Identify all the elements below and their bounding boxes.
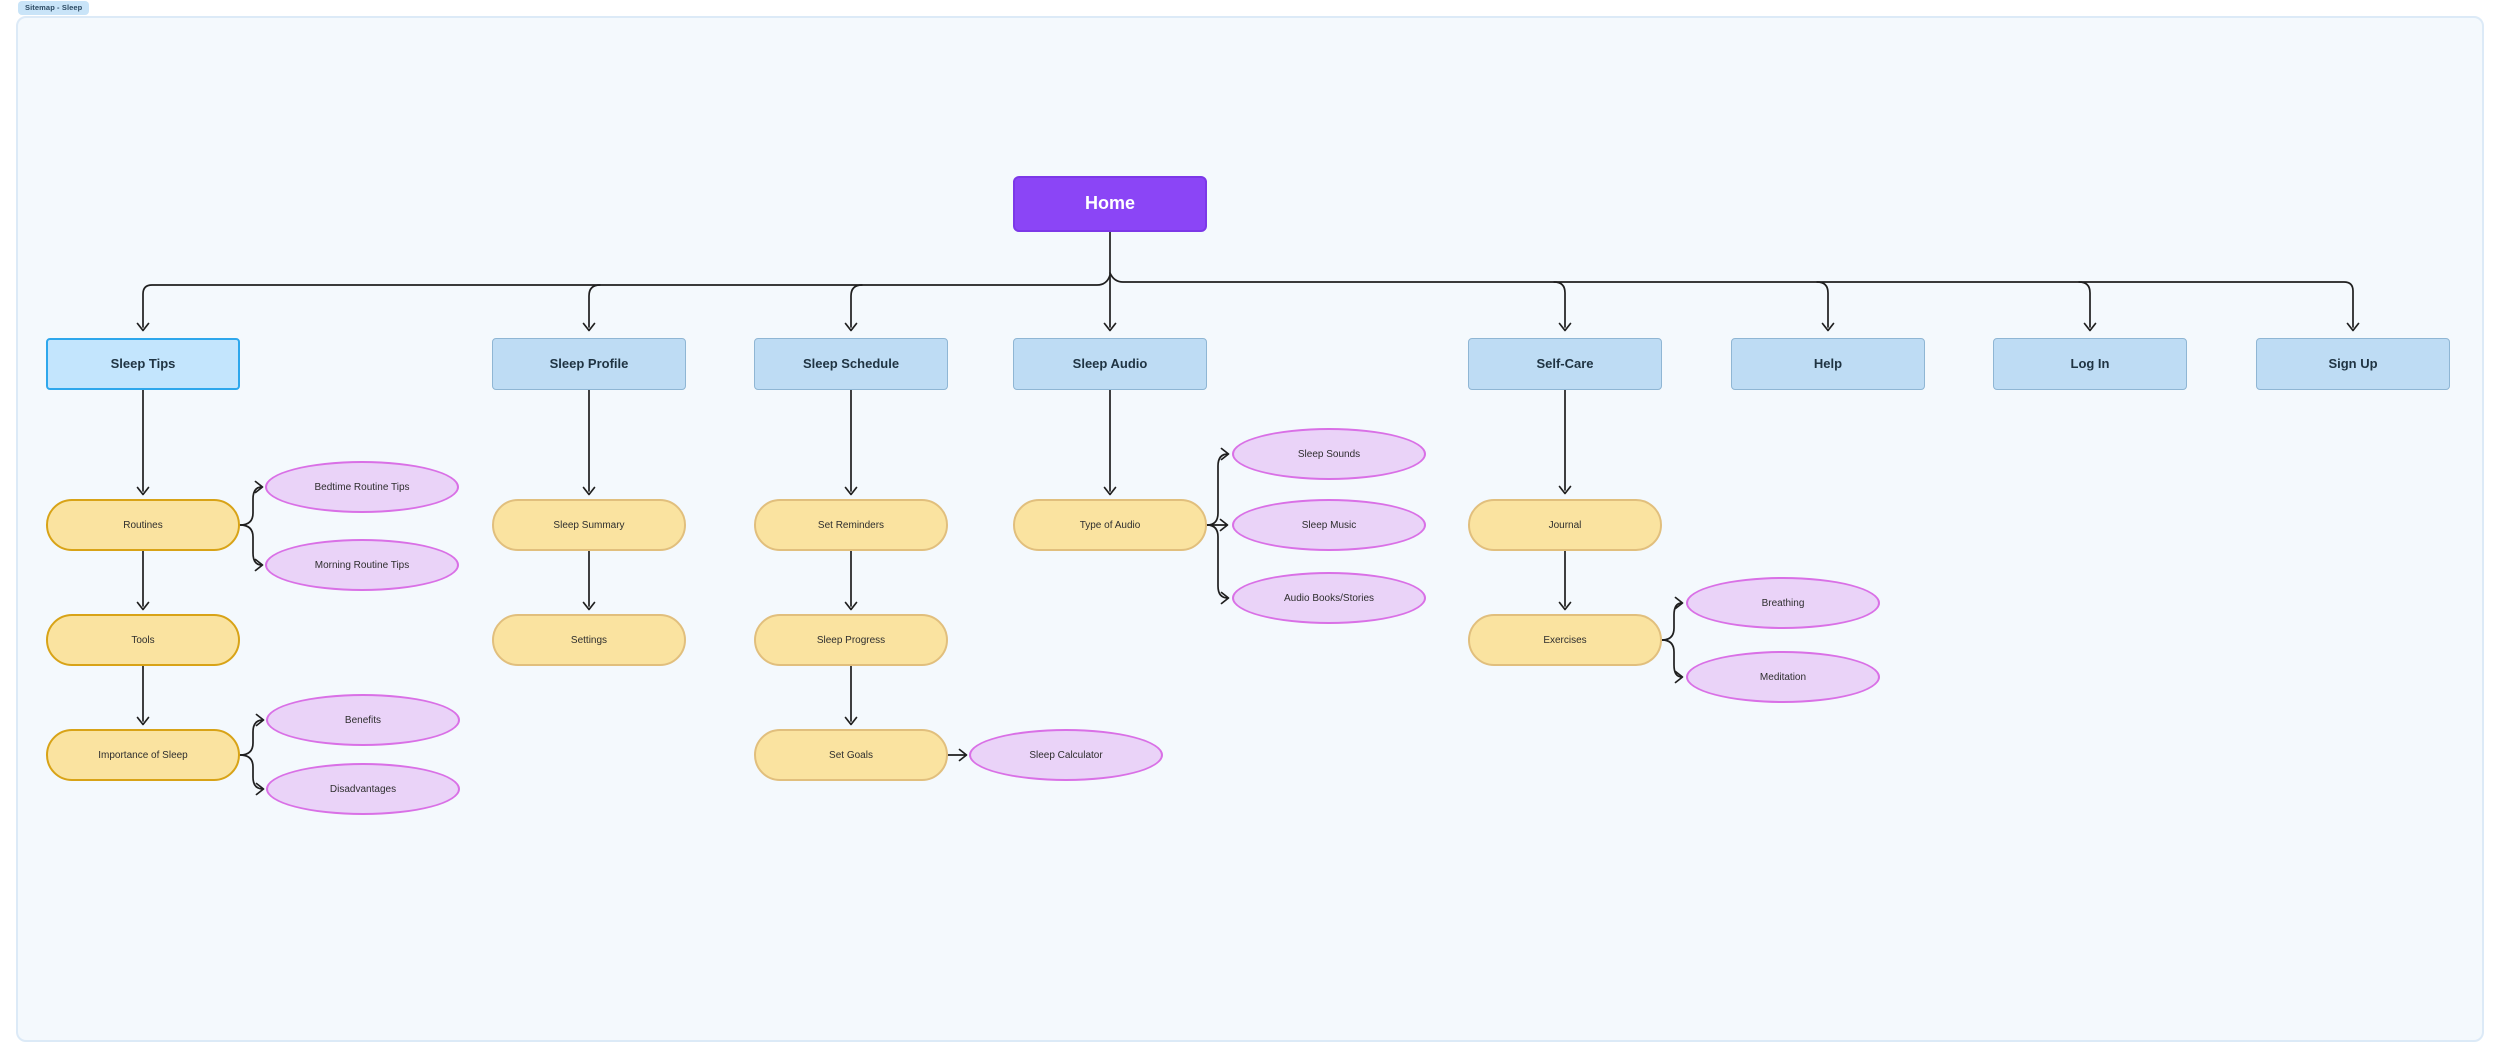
node-morning-routine-tips[interactable]: Morning Routine Tips bbox=[265, 539, 459, 591]
edge-home-sleep-tips bbox=[136, 274, 1111, 332]
node-sign-up[interactable]: Sign Up bbox=[2256, 338, 2450, 390]
node-sign-up-label: Sign Up bbox=[2328, 355, 2378, 371]
edge-progress-set-goals bbox=[844, 665, 858, 726]
node-help-label: Help bbox=[1813, 355, 1843, 371]
edge-importance-benefits bbox=[239, 713, 265, 756]
node-sleep-schedule[interactable]: Sleep Schedule bbox=[754, 338, 948, 390]
node-meditation[interactable]: Meditation bbox=[1686, 651, 1880, 703]
node-importance-of-sleep[interactable]: Importance of Sleep bbox=[46, 729, 240, 781]
edge-home-sleep-profile bbox=[582, 284, 601, 332]
node-benefits-label: Benefits bbox=[344, 714, 382, 726]
node-sleep-audio-label: Sleep Audio bbox=[1072, 355, 1148, 371]
node-bedtime-routine-tips-label: Bedtime Routine Tips bbox=[314, 481, 410, 493]
node-sleep-calculator[interactable]: Sleep Calculator bbox=[969, 729, 1163, 781]
node-log-in[interactable]: Log In bbox=[1993, 338, 2187, 390]
node-audio-books-stories[interactable]: Audio Books/Stories bbox=[1232, 572, 1426, 624]
node-sleep-audio[interactable]: Sleep Audio bbox=[1013, 338, 1207, 390]
board-title-tab[interactable]: Sitemap - Sleep bbox=[18, 1, 90, 15]
edge-home-help bbox=[1816, 281, 1835, 332]
node-settings[interactable]: Settings bbox=[492, 614, 686, 666]
edge-routines-morning bbox=[239, 524, 264, 572]
node-breathing-label: Breathing bbox=[1761, 597, 1805, 609]
node-type-of-audio[interactable]: Type of Audio bbox=[1013, 499, 1207, 551]
edge-routines-bedtime bbox=[239, 480, 264, 526]
node-disadvantages-label: Disadvantages bbox=[329, 783, 397, 795]
node-importance-of-sleep-label: Importance of Sleep bbox=[98, 749, 188, 761]
node-help[interactable]: Help bbox=[1731, 338, 1925, 390]
node-sleep-progress-label: Sleep Progress bbox=[816, 634, 886, 646]
node-type-of-audio-label: Type of Audio bbox=[1079, 519, 1141, 531]
edge-home-sleep-audio bbox=[1103, 231, 1117, 332]
node-settings-label: Settings bbox=[570, 634, 608, 646]
node-audio-books-stories-label: Audio Books/Stories bbox=[1283, 592, 1375, 604]
edge-summary-settings bbox=[582, 550, 596, 611]
node-tools[interactable]: Tools bbox=[46, 614, 240, 666]
node-self-care-label: Self-Care bbox=[1536, 355, 1594, 371]
edge-sleep-tips-routines bbox=[136, 389, 150, 496]
node-exercises[interactable]: Exercises bbox=[1468, 614, 1662, 666]
node-sleep-profile[interactable]: Sleep Profile bbox=[492, 338, 686, 390]
node-home-label: Home bbox=[1084, 193, 1135, 214]
edge-home-log-in bbox=[2078, 281, 2097, 332]
node-sleep-summary[interactable]: Sleep Summary bbox=[492, 499, 686, 551]
node-meditation-label: Meditation bbox=[1759, 671, 1807, 683]
node-routines-label: Routines bbox=[123, 519, 163, 531]
node-sleep-sounds-label: Sleep Sounds bbox=[1297, 448, 1361, 460]
edge-sleep-audio-type bbox=[1103, 389, 1117, 496]
edge-exercises-breathing bbox=[1661, 596, 1684, 641]
node-journal[interactable]: Journal bbox=[1468, 499, 1662, 551]
edge-type-audio-books bbox=[1206, 524, 1230, 605]
node-set-reminders[interactable]: Set Reminders bbox=[754, 499, 948, 551]
node-sleep-tips-label: Sleep Tips bbox=[110, 355, 176, 371]
node-set-reminders-label: Set Reminders bbox=[817, 519, 885, 531]
node-sleep-profile-label: Sleep Profile bbox=[549, 355, 629, 371]
node-sleep-progress[interactable]: Sleep Progress bbox=[754, 614, 948, 666]
edge-sleep-schedule-reminders bbox=[844, 389, 858, 496]
node-sleep-schedule-label: Sleep Schedule bbox=[802, 355, 900, 371]
node-sleep-calculator-label: Sleep Calculator bbox=[1029, 749, 1103, 761]
edge-reminders-progress bbox=[844, 550, 858, 611]
edge-set-goals-calculator bbox=[947, 748, 968, 762]
node-sleep-summary-label: Sleep Summary bbox=[553, 519, 625, 531]
node-log-in-label: Log In bbox=[2070, 355, 2110, 371]
node-benefits[interactable]: Benefits bbox=[266, 694, 460, 746]
node-routines[interactable]: Routines bbox=[46, 499, 240, 551]
edge-type-sleep-sounds bbox=[1206, 447, 1230, 526]
node-tools-label: Tools bbox=[131, 634, 155, 646]
edge-tools-importance bbox=[136, 665, 150, 726]
node-sleep-music-label: Sleep Music bbox=[1301, 519, 1357, 531]
edge-routines-tools bbox=[136, 550, 150, 611]
node-sleep-music[interactable]: Sleep Music bbox=[1232, 499, 1426, 551]
node-set-goals[interactable]: Set Goals bbox=[754, 729, 948, 781]
node-bedtime-routine-tips[interactable]: Bedtime Routine Tips bbox=[265, 461, 459, 513]
edge-importance-disadvantages bbox=[239, 754, 265, 796]
edge-home-sleep-schedule bbox=[844, 284, 863, 332]
node-sleep-sounds[interactable]: Sleep Sounds bbox=[1232, 428, 1426, 480]
node-self-care[interactable]: Self-Care bbox=[1468, 338, 1662, 390]
edge-exercises-meditation bbox=[1661, 639, 1684, 684]
node-exercises-label: Exercises bbox=[1543, 634, 1587, 646]
node-breathing[interactable]: Breathing bbox=[1686, 577, 1880, 629]
node-journal-label: Journal bbox=[1548, 519, 1582, 531]
edge-self-care-journal bbox=[1558, 389, 1572, 495]
node-morning-routine-tips-label: Morning Routine Tips bbox=[314, 559, 410, 571]
node-set-goals-label: Set Goals bbox=[829, 749, 873, 761]
edge-journal-exercises bbox=[1558, 550, 1572, 611]
node-sleep-tips[interactable]: Sleep Tips bbox=[46, 338, 240, 390]
node-home[interactable]: Home bbox=[1013, 176, 1207, 232]
edge-home-sign-up bbox=[1109, 272, 2360, 332]
edge-home-self-care bbox=[1553, 281, 1572, 332]
edge-sleep-profile-summary bbox=[582, 389, 596, 496]
node-disadvantages[interactable]: Disadvantages bbox=[266, 763, 460, 815]
